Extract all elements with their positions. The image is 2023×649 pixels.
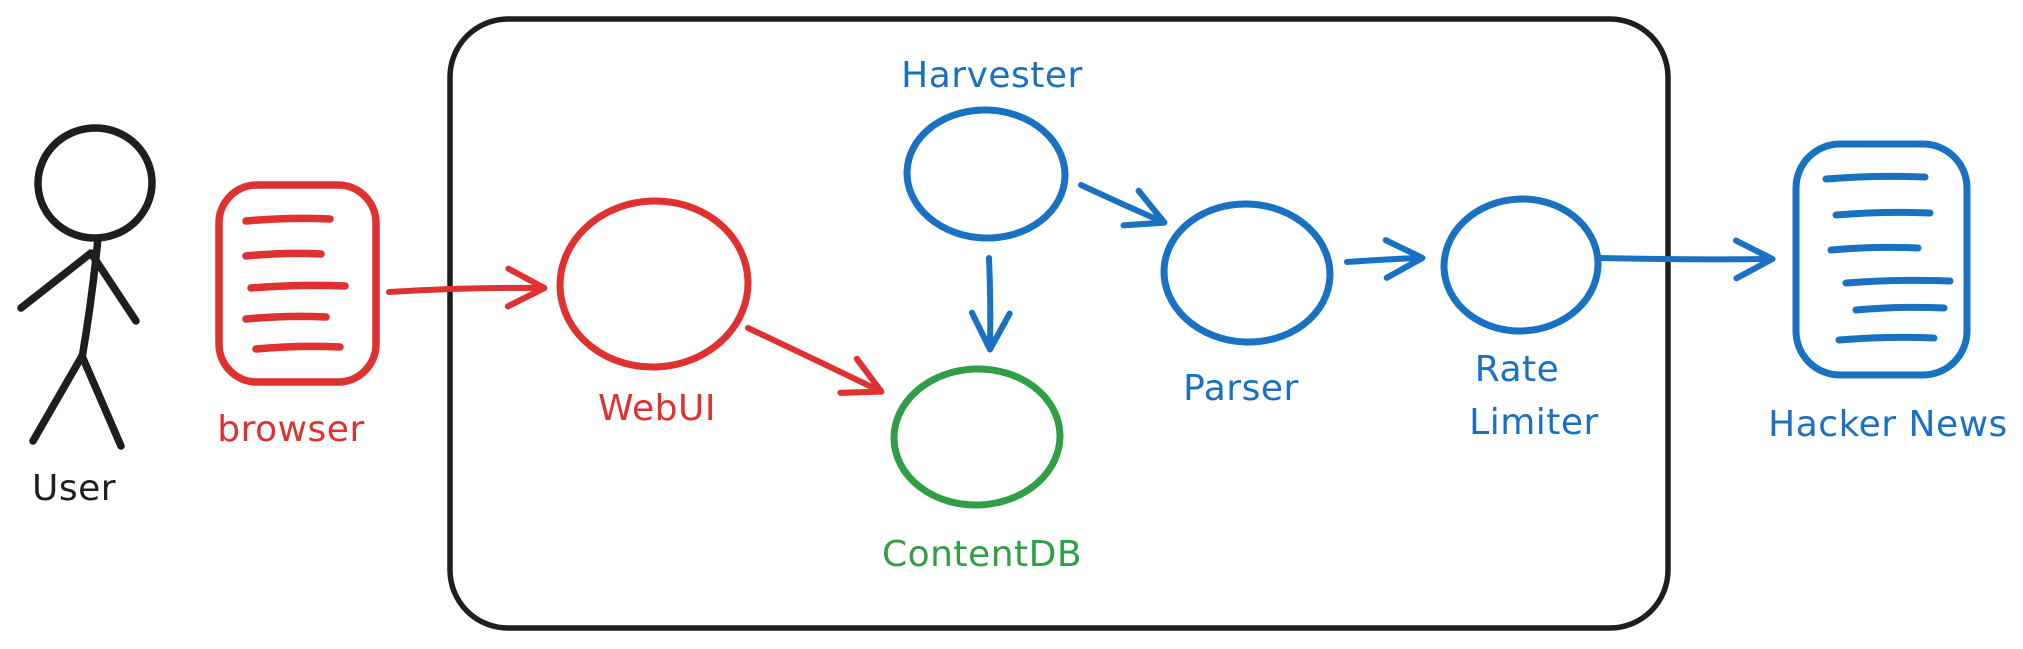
hacker-news-document-icon — [1792, 140, 1971, 379]
contentdb-node-circle — [890, 365, 1064, 509]
harvester-node-circle — [903, 106, 1069, 242]
hacker-news-doc-line — [1835, 333, 1938, 344]
edge-rate-limiter-to-hacker-news — [1596, 237, 1776, 282]
user-head — [34, 124, 156, 242]
user-body — [78, 234, 102, 362]
rate-limiter-node-circle — [1440, 195, 1602, 335]
browser-doc-line — [242, 249, 325, 260]
hacker-news-doc-line — [1832, 208, 1934, 219]
browser-doc-line — [242, 312, 330, 323]
edge-harvester-to-contentdb — [968, 255, 1013, 353]
hacker-news-doc-outline — [1792, 140, 1971, 379]
hacker-news-doc-line — [1842, 276, 1954, 287]
edge-parser-to-rate-limiter — [1344, 237, 1426, 281]
browser-label: browser — [217, 409, 365, 450]
system-boundary-box — [447, 16, 1671, 631]
hacker-news-doc-line — [1827, 243, 1922, 254]
browser-doc-line — [242, 214, 334, 225]
edge-harvester-to-parser — [1078, 182, 1168, 229]
rate-limiter-label-line1: Rate — [1475, 349, 1560, 390]
parser-node-circle — [1160, 200, 1334, 346]
webui-label: WebUI — [598, 388, 716, 429]
browser-document-icon — [215, 181, 380, 386]
user-legs — [29, 352, 125, 450]
hacker-news-label: Hacker News — [1768, 404, 2008, 445]
user-label: User — [32, 468, 116, 509]
hacker-news-doc-line — [1822, 172, 1929, 183]
parser-label: Parser — [1183, 368, 1299, 409]
browser-doc-line — [247, 281, 349, 292]
user-actor-figure — [17, 124, 156, 450]
rate-limiter-label-line2: Limiter — [1469, 402, 1599, 443]
contentdb-label: ContentDB — [882, 534, 1082, 575]
hacker-news-doc-line — [1852, 303, 1948, 314]
edge-browser-to-webui — [386, 265, 548, 310]
webui-node-circle — [556, 197, 752, 371]
user-arms — [17, 249, 140, 325]
harvester-label: Harvester — [901, 55, 1083, 96]
edge-webui-to-contentdb — [745, 325, 885, 396]
browser-doc-outline — [215, 181, 380, 386]
browser-doc-line — [252, 342, 344, 353]
